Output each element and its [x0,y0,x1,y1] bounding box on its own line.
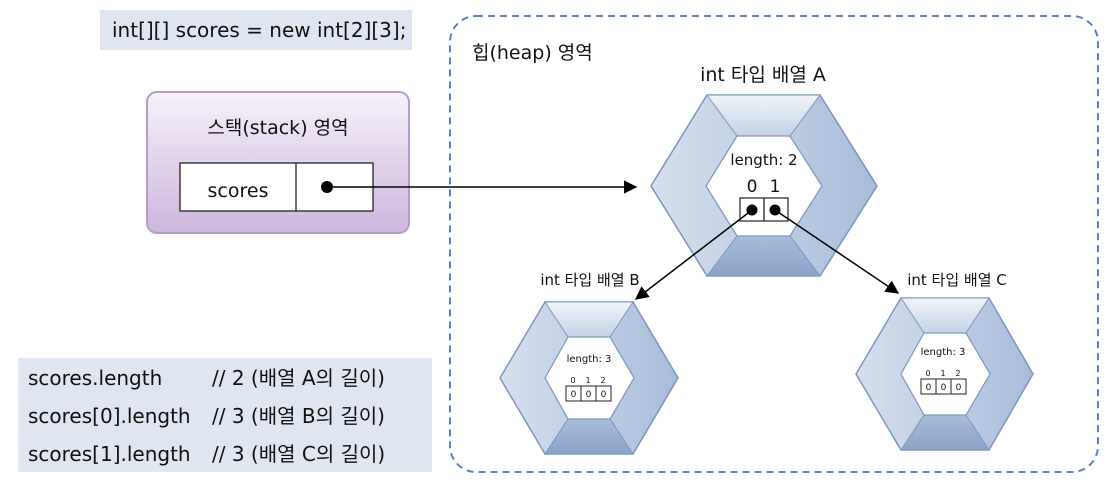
array-c-value-2: 0 [956,383,962,393]
length-code-expression-2: scores[1].length [28,442,191,466]
length-code-comment-1: // 3 (배열 B의 길이) [212,404,385,428]
length-code-comment-2: // 3 (배열 C의 길이) [212,442,386,466]
array-c-title: int 타입 배열 C [907,271,1007,289]
length-code-expression-1: scores[0].length [28,404,191,428]
declaration-code: int[][] scores = new int[2][3]; [112,18,407,42]
array-b-title: int 타입 배열 B [540,271,639,289]
array-c-value-0: 0 [926,383,932,393]
array-c-index-1: 1 [940,369,945,378]
array-b-index-0: 0 [570,376,575,385]
array-a-to-b-arrow [634,209,753,300]
array-a-index-0: 0 [747,177,758,197]
array-a-hexagon [650,94,878,277]
array-a-length-label: length: 2 [730,151,797,169]
array-a-to-c-arrow [774,209,900,294]
array-b-length-label: length: 3 [567,354,612,365]
array-b-index-2: 2 [600,376,605,385]
array-c-index-2: 2 [955,369,960,378]
array-b-value-2: 0 [601,390,607,400]
declaration-code-box: int[][] scores = new int[2][3]; [100,10,412,50]
stack-title: 스택(stack) 영역 [207,117,348,139]
array-c-cell-2 [950,378,967,395]
array-c-length-label: length: 3 [921,347,966,358]
array-a-title: int 타입 배열 A [700,64,826,86]
array-b-value-0: 0 [571,390,577,400]
array-a-index-1: 1 [770,177,781,197]
array-c-index-0: 0 [925,369,930,378]
scores-variable-name: scores [208,180,269,202]
length-code-comment-0: // 2 (배열 A의 길이) [212,366,385,390]
length-code-box: scores.length // 2 (배열 A의 길이) scores[0].… [18,358,432,472]
array-c-value-1: 0 [941,383,947,393]
array-c-hexagon [855,297,1034,451]
array-b-cell-2 [595,385,612,402]
array-b-value-1: 0 [586,390,592,400]
array-b-index-1: 1 [585,376,590,385]
heap-title: 힙(heap) 영역 [472,42,593,64]
length-code-expression-0: scores.length [28,366,163,390]
